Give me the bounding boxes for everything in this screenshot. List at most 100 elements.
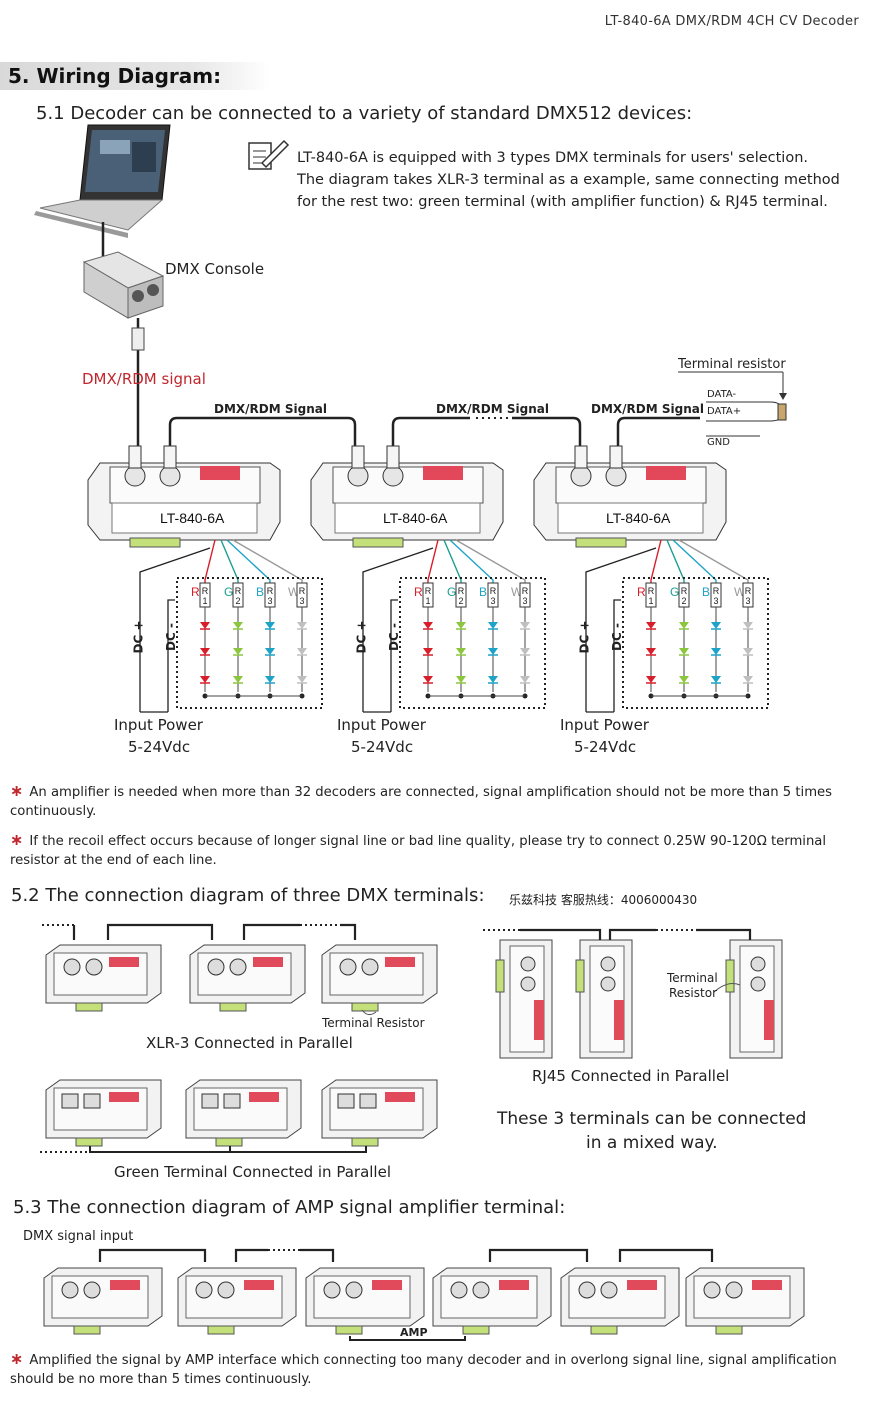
resistor-number: 3 [713,596,718,606]
led-matrix-border [622,577,769,709]
subsection-5-3-title: 5.3 The connection diagram of AMP signal… [13,1197,566,1218]
footnote-recoil-text: If the recoil effect occurs because of l… [10,834,827,868]
xlr-connector [382,465,404,487]
led-icon [456,648,466,655]
subsection-5-2-title: 5.2 The connection diagram of three DMX … [11,885,485,906]
led-icon [200,676,210,683]
channel-letter-r: R [414,585,423,599]
terminal-resistor-detail [678,371,787,437]
section-title: Wiring Diagram: [36,64,222,88]
footnote-amp-text: Amplified the signal by AMP interface wh… [10,1353,837,1387]
led-icon [646,622,656,629]
terminal-note: LT-840-6A is equipped with 3 types DMX t… [297,147,840,213]
dc-minus-label: DC - [609,623,624,651]
dc-plus-wire [585,547,657,712]
bus-cable-3 [616,416,700,455]
dc-plus-wire [362,547,434,712]
xlr-plug [609,445,623,469]
subsection-5-1-title: 5.1 Decoder can be connected to a variet… [36,103,693,124]
led-icon [488,622,498,629]
amp-unit-3 [305,1267,425,1335]
resistor-label: R [202,586,209,596]
hotline-text: 乐兹科技 客服热线：4006000430 [509,893,698,907]
led-icon [711,622,721,629]
voltage-label: 5-24Vdc [128,738,191,756]
led-icon [233,622,243,629]
terminal-note-line-1: LT-840-6A is equipped with 3 types DMX t… [297,150,808,166]
led-icon [646,676,656,683]
led-icon [200,622,210,629]
rj45-unit-3 [725,939,783,1059]
resistor-number: 1 [202,596,207,606]
led-icon [265,676,275,683]
dc-minus-label: DC - [386,623,401,651]
led-icon [646,648,656,655]
decoder-model-label: LT-840-6A [160,510,225,526]
terminal-resistor-icon [361,1009,377,1016]
xlr-plug [163,445,177,469]
gnd-label: GND [707,437,730,448]
channel-letter-r: R [191,585,200,599]
xlr-caption: XLR-3 Connected in Parallel [146,1034,353,1052]
footnote-recoil: ∗If the recoil effect occurs because of … [10,830,840,870]
amp-unit-2 [177,1267,297,1335]
green-terminal [129,537,181,548]
led-icon [265,648,275,655]
resistor-number: 2 [681,596,686,606]
terminal-note-line-3: for the rest two: green terminal (with a… [297,194,828,210]
asterisk-icon: ∗ [10,1349,24,1368]
bus-cable-2a [391,416,470,455]
footnote-amplifier: ∗An amplifier is needed when more than 3… [10,781,840,821]
led-icon [297,648,307,655]
led-icon [297,676,307,683]
decoder-label-sticker [646,466,686,480]
dc-minus-wire [167,599,175,712]
bus-label-3: DMX/RDM Signal [591,402,704,416]
led-icon [423,622,433,629]
bus-label-2: DMX/RDM Signal [436,402,549,416]
dmx-input-prefix: DMX [23,1229,54,1244]
decoder-model-label: LT-840-6A [383,510,448,526]
led-icon [679,622,689,629]
input-power-label: Input Power [560,716,649,734]
document-header: LT-840-6A DMX/RDM 4CH CV Decoder [604,14,859,29]
green-terminal [575,537,627,548]
led-icon [520,622,530,629]
amp-unit-4 [432,1267,552,1335]
dmx-console-box [82,251,165,319]
rj45-terminal-resistor-icon [713,983,741,993]
rj45-resistor-label-2: Resistor [669,986,717,1000]
rj45-caption: RJ45 Connected in Parallel [532,1067,730,1085]
note-pencil-icon [248,139,290,170]
led-icon [743,676,753,683]
led-icon [265,622,275,629]
xlr-parallel-diagram [42,923,438,1016]
dc-minus-wire [613,599,621,712]
decoder-label-sticker [200,466,240,480]
dc-plus-wire [139,547,211,712]
led-matrix-border [176,577,323,709]
resistor-number: 1 [648,596,653,606]
footnote-amplifier-text: An amplifier is needed when more than 32… [10,785,833,819]
resistor-number: 2 [458,596,463,606]
green-terminal [352,537,404,548]
channel-letter-g: G [447,585,456,599]
signal-label: DMX/RDM signal [82,370,206,388]
led-icon [233,648,243,655]
asterisk-icon: ∗ [10,830,24,849]
footnote-amp: ∗Amplified the signal by AMP interface w… [10,1349,840,1389]
terminal-resistor-label: Terminal resistor [678,357,786,372]
resistor-label: R [745,586,752,596]
led-icon [488,676,498,683]
led-icon [456,676,466,683]
channel-letter-g: G [224,585,233,599]
xlr-unit-1 [45,944,162,1012]
amp-label: AMP [400,1326,428,1339]
asterisk-icon: ∗ [10,781,24,800]
section-heading: 5. Wiring Diagram: [8,64,221,88]
bus-cable-2b [512,416,582,455]
resistor-number: 3 [299,596,304,606]
led-icon [679,648,689,655]
